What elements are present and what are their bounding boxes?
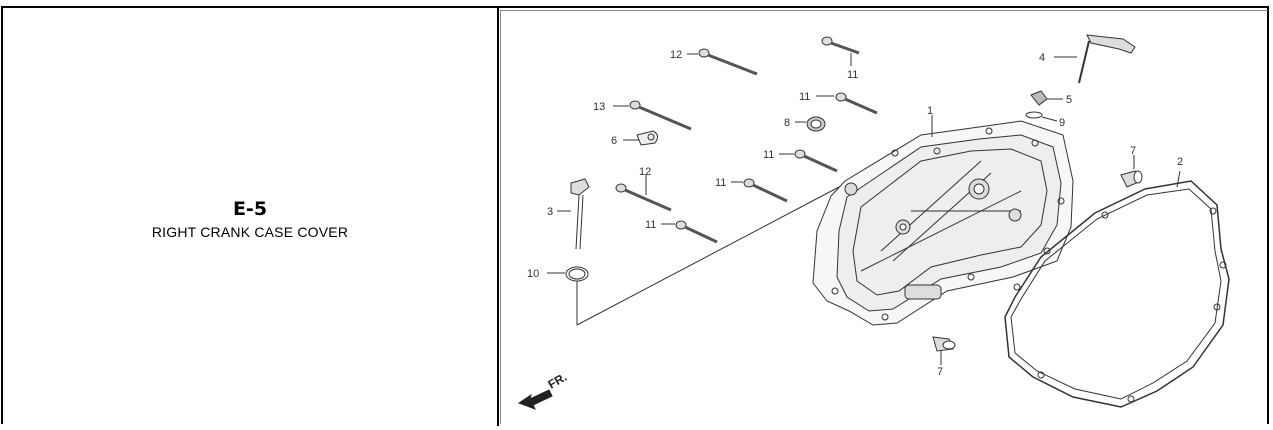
part-bolt-12-middle [615,174,672,212]
callout-11-third: 11 [763,149,774,161]
part-spring-5 [1030,90,1063,106]
callout-3: 3 [547,206,553,218]
part-oring-10 [547,266,589,325]
front-direction-label: FR. [546,370,570,392]
part-bolt-11-fourth [731,178,788,203]
callout-7-lower: 7 [937,366,943,378]
diagram-canvas: 12 11 13 6 11 8 11 12 11 11 3 10 1 4 5 9… [517,34,1230,410]
part-bolt-11-top [821,36,860,66]
callout-11-top: 11 [847,69,858,81]
callout-4: 4 [1039,52,1045,64]
section-title: RIGHT CRANK CASE COVER [151,224,349,240]
part-gasket-2 [1004,170,1230,408]
callout-1: 1 [927,105,933,117]
callout-13: 13 [593,101,605,113]
part-bolt-11-second [816,92,878,115]
part-dowel-7-upper [1120,155,1143,188]
callout-8: 8 [784,117,790,129]
part-bolt-13 [613,100,692,131]
exploded-parts-diagram: 12 11 13 6 11 8 11 12 11 11 3 10 1 4 5 9… [500,10,1268,424]
part-washer-9 [1025,111,1058,122]
front-direction-arrow [517,389,553,410]
callout-11-fifth: 11 [645,219,656,231]
callout-5: 5 [1066,94,1072,106]
part-cover-1 [812,115,1074,326]
assembly-leader-line [576,186,840,326]
part-dowel-7-lower [932,336,956,365]
callout-10: 10 [527,268,539,280]
part-bolt-12-top [687,48,758,76]
cell-divider [497,8,499,426]
callout-9: 9 [1059,117,1065,129]
part-collar-8 [795,116,826,132]
section-label-cell: E-5 RIGHT CRANK CASE COVER [3,8,497,426]
section-code: E-5 [232,198,268,220]
part-lever-4 [1054,34,1136,84]
callout-6: 6 [611,135,617,147]
part-bolt-11-fifth [661,220,718,244]
table-frame [1,6,1269,424]
callout-12-middle: 12 [639,166,651,178]
callout-11-fourth: 11 [715,177,726,189]
part-clamp-6 [623,130,659,146]
part-bolt-11-third [779,149,838,173]
callout-11-second: 11 [799,91,810,103]
callout-2: 2 [1177,156,1183,168]
part-dipstick-3 [557,178,590,250]
callout-7-upper: 7 [1130,145,1136,157]
callout-12-top: 12 [670,49,682,61]
